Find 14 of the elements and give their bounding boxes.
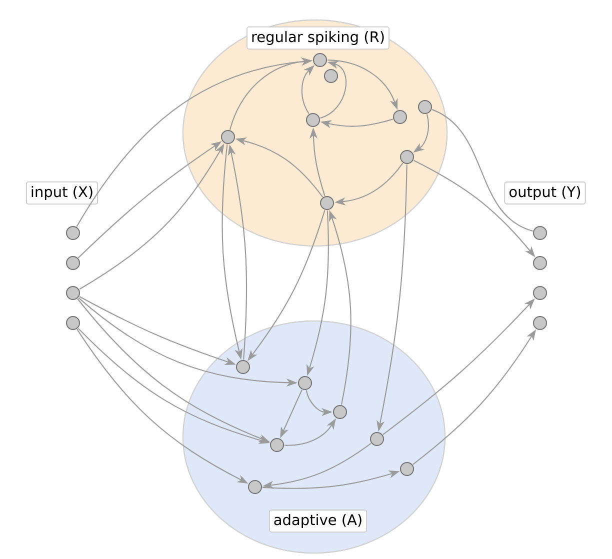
neuron-circle	[313, 53, 327, 67]
neuron-circle	[66, 226, 80, 240]
neuron-circle	[533, 316, 547, 330]
neuron-circle	[533, 286, 547, 300]
neuron-circle	[66, 256, 80, 270]
layer-label: output (Y)	[504, 182, 586, 204]
population-label: adaptive (A)	[268, 510, 368, 532]
connector-line	[432, 109, 533, 232]
neuron-circle	[533, 226, 547, 240]
layer-label: input (X)	[26, 182, 98, 204]
neuron-circle	[533, 256, 547, 270]
population-label: regular spiking (R)	[246, 26, 390, 50]
neuron-circle	[66, 286, 80, 300]
neuron-circle	[66, 316, 80, 330]
